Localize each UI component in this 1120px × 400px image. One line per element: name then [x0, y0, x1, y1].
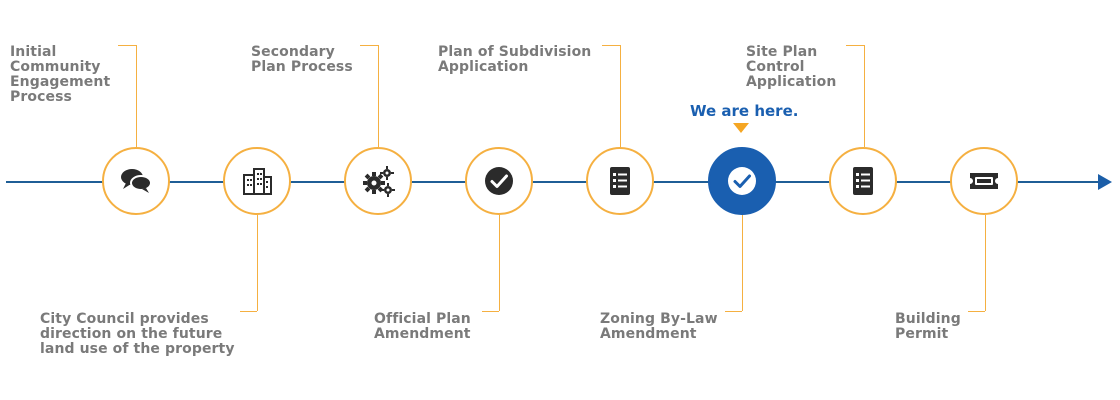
connector-h-8 [968, 311, 985, 312]
connector-v-1 [136, 45, 137, 147]
connector-v-7 [864, 45, 865, 147]
connector-h-5 [602, 45, 620, 46]
connector-v-6 [742, 215, 743, 311]
gears-icon [363, 166, 395, 197]
step-node-8 [950, 147, 1018, 215]
timeline-axis [6, 181, 1100, 183]
step-label-3: Secondary Plan Process [251, 44, 353, 75]
check-circle-icon [485, 167, 513, 195]
step-label-6: Zoning By-Law Amendment [600, 311, 718, 342]
step-node-1 [102, 147, 170, 215]
connector-h-3 [360, 45, 378, 46]
connector-v-3 [378, 45, 379, 147]
step-label-5: Plan of Subdivision Application [438, 44, 592, 75]
step-label-8: Building Permit [895, 311, 961, 342]
step-node-7 [829, 147, 897, 215]
connector-h-6 [725, 311, 742, 312]
connector-h-1 [118, 45, 136, 46]
check-circle-icon [728, 167, 756, 195]
connector-h-7 [846, 45, 864, 46]
step-node-2 [223, 147, 291, 215]
step-label-1: Initial Community Engagement Process [10, 44, 111, 105]
connector-v-4 [499, 215, 500, 311]
connector-v-5 [620, 45, 621, 147]
timeline-arrowhead [1098, 174, 1112, 190]
step-node-3 [344, 147, 412, 215]
checklist-icon [853, 167, 873, 195]
step-node-6-current [708, 147, 776, 215]
chat-bubbles-icon [121, 169, 152, 193]
step-label-2: City Council provides direction on the f… [40, 311, 235, 357]
buildings-icon [243, 168, 272, 195]
we-are-here-pointer [733, 123, 749, 133]
connector-h-4 [482, 311, 499, 312]
connector-v-2 [257, 215, 258, 311]
step-label-7: Site Plan Control Application [746, 44, 837, 90]
step-node-5 [586, 147, 654, 215]
checklist-icon [610, 167, 630, 195]
step-label-4: Official Plan Amendment [374, 311, 471, 342]
we-are-here-marker: We are here. [690, 102, 799, 120]
connector-v-8 [985, 215, 986, 311]
step-node-4 [465, 147, 533, 215]
ticket-icon [970, 173, 998, 189]
connector-h-2 [240, 311, 257, 312]
